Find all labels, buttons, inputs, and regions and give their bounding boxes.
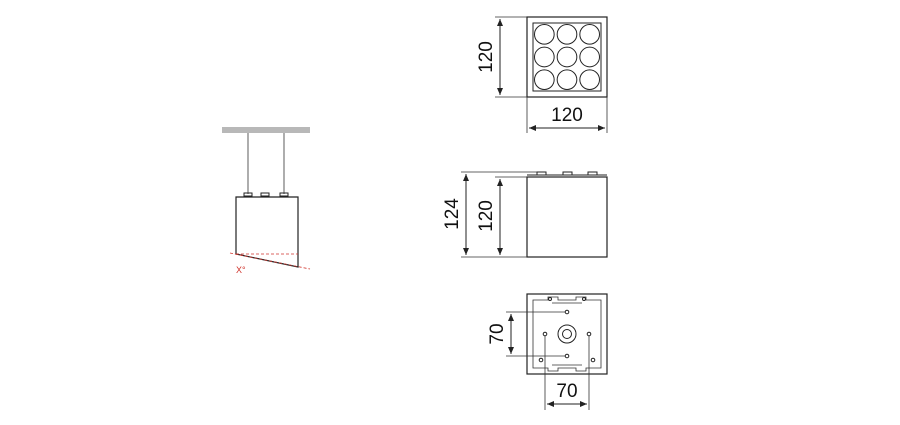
- height-dimension-label: 120: [476, 41, 497, 73]
- lens-panel: [532, 22, 602, 92]
- cable-entry-inner: [562, 329, 572, 339]
- horizontal-hole-spacing-label: 70: [556, 381, 577, 402]
- led-lens: [534, 46, 555, 68]
- mounting-hole: [564, 309, 570, 315]
- mounting-hole: [542, 331, 548, 337]
- led-lens: [579, 46, 601, 68]
- fixture-body-side: [235, 196, 299, 268]
- led-lens: [556, 46, 578, 68]
- overall-height-label: 124: [442, 198, 463, 230]
- fixture-outline-top: [526, 16, 608, 98]
- side-view: X°: [222, 127, 311, 275]
- led-lens: [534, 69, 555, 90]
- led-lens: [579, 69, 601, 90]
- top-view: 120 120: [476, 16, 608, 133]
- ceiling-plate: [222, 127, 310, 133]
- top-clip: [279, 192, 289, 197]
- front-view: 124 120: [442, 171, 608, 258]
- body-height-label: 120: [476, 200, 497, 232]
- mounting-hole: [538, 357, 544, 363]
- mounting-hole: [590, 357, 596, 363]
- fixture-outline-bottom: [526, 293, 608, 375]
- fixture-body-front: [526, 176, 608, 258]
- mounting-hole: [586, 331, 592, 337]
- mounting-hole: [582, 297, 586, 301]
- top-clip: [243, 192, 253, 197]
- cable-entry-outer: [557, 324, 577, 344]
- led-lens: [534, 24, 555, 45]
- vertical-hole-spacing-label: 70: [487, 323, 508, 344]
- base-plate-outline: [532, 296, 602, 372]
- led-lens: [579, 24, 601, 45]
- mounting-hole: [548, 297, 552, 301]
- top-clip: [260, 192, 270, 197]
- led-lens: [556, 69, 578, 90]
- mounting-hole: [564, 353, 570, 359]
- angle-label: X°: [236, 265, 246, 275]
- width-dimension-label: 120: [551, 105, 583, 126]
- bottom-view: 70 70: [487, 293, 608, 410]
- led-lens: [556, 24, 578, 45]
- angle-reference-line: [229, 252, 311, 270]
- led-grid: [534, 24, 601, 90]
